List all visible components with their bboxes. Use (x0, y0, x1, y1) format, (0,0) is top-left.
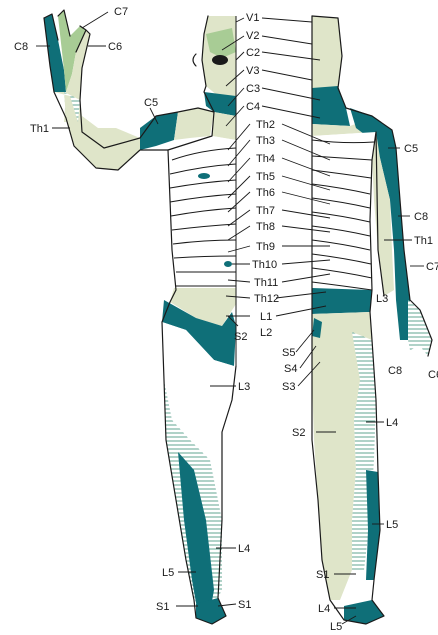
label-c3: C3 (246, 83, 260, 95)
front-torso (168, 136, 236, 290)
label-v1: V1 (246, 12, 259, 24)
label-s3: S3 (282, 381, 295, 393)
label-l4-foot: L4 (318, 603, 330, 615)
label-th1-front: Th1 (30, 123, 49, 135)
label-s1-front-left: S1 (156, 601, 169, 613)
label-th9: Th9 (256, 241, 275, 253)
label-s2-back: S2 (292, 427, 305, 439)
label-th5: Th5 (256, 171, 275, 183)
label-th4: Th4 (256, 153, 275, 165)
label-l4-front: L4 (238, 543, 250, 555)
label-s2-front: S2 (234, 331, 247, 343)
label-c6-front: C6 (108, 41, 122, 53)
label-c6-back: C6 (428, 369, 438, 381)
back-head (312, 16, 342, 92)
front-shoulder-light (174, 108, 214, 140)
label-l3-front: L3 (238, 381, 250, 393)
label-th6: Th6 (256, 187, 275, 199)
label-th8: Th8 (256, 221, 275, 233)
label-th11: Th11 (254, 277, 278, 289)
back-figure (312, 16, 432, 624)
back-hand-c7 (408, 300, 432, 356)
front-forearm-light (54, 92, 140, 170)
label-l5-back: L5 (386, 519, 398, 531)
label-v3: V3 (246, 65, 259, 77)
label-c8-hand: C8 (388, 365, 402, 377)
front-mouth-mark (212, 55, 228, 65)
back-torso (312, 132, 376, 290)
label-c4: C4 (246, 101, 260, 113)
back-foot (344, 600, 384, 624)
label-s1-front-right: S1 (238, 599, 251, 611)
label-th10: Th10 (252, 259, 277, 271)
label-c7-back: C7 (426, 261, 438, 273)
label-th3: Th3 (256, 135, 275, 147)
label-s4: S4 (284, 363, 297, 375)
label-l5-foot: L5 (330, 621, 342, 633)
label-s5: S5 (282, 347, 295, 359)
label-th1-back: Th1 (414, 235, 433, 247)
label-c8-front: C8 (14, 41, 28, 53)
label-th2: Th2 (256, 119, 275, 131)
front-figure (44, 10, 236, 624)
label-th7: Th7 (256, 205, 275, 217)
label-l2: L2 (260, 327, 272, 339)
label-c5-front: C5 (144, 97, 158, 109)
label-v2: V2 (246, 30, 259, 42)
label-c7-front: C7 (114, 6, 128, 18)
front-neck-c4 (212, 112, 236, 140)
back-neck-c3 (312, 86, 350, 126)
label-c8-back: C8 (414, 211, 428, 223)
label-c5-back: C5 (404, 143, 418, 155)
label-l4-back: L4 (386, 417, 398, 429)
back-lumbar-l2 (312, 288, 372, 314)
label-th12: Th12 (254, 293, 279, 305)
label-l3-back: L3 (376, 293, 388, 305)
label-l5-front: L5 (162, 567, 174, 579)
label-s1-back: S1 (316, 569, 329, 581)
label-c2: C2 (246, 47, 260, 59)
label-l1: L1 (260, 311, 272, 323)
